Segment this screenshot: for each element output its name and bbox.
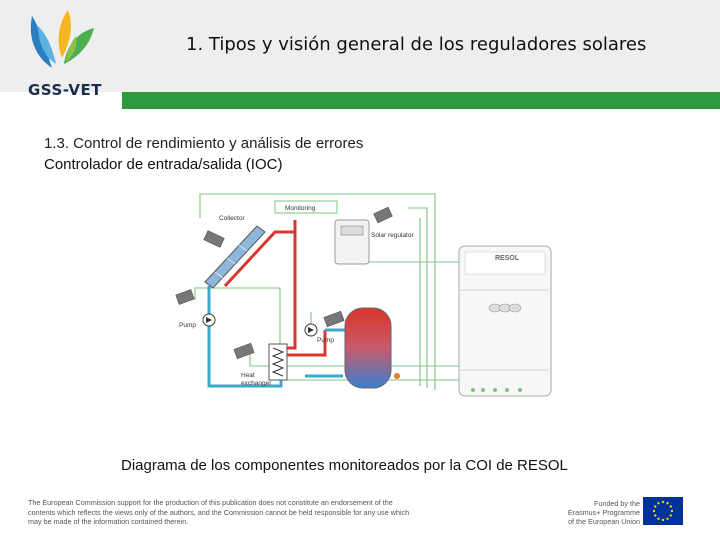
monitoring-lines xyxy=(194,193,496,390)
monitoring-label: Monitoring xyxy=(285,205,316,212)
disclaimer-line-1: The European Commission support for the … xyxy=(28,498,393,507)
section-title: 1.3. Control de rendimiento y análisis d… xyxy=(44,135,364,152)
gss-vet-logo-icon xyxy=(30,10,94,68)
collector-icon xyxy=(204,225,266,289)
heat-exchanger-label-1: Heat xyxy=(241,372,255,379)
funded-line-2: Erasmus+ Programme xyxy=(567,508,640,517)
funded-by-text: Funded by the Erasmus+ Programme of the … xyxy=(548,499,640,526)
ioc-diagram: Collector Monitoring Solar regulator Pum… xyxy=(165,190,555,430)
pump-right-label: Pump xyxy=(317,337,334,344)
subsection-title: Controlador de entrada/salida (IOC) xyxy=(44,156,283,173)
diagram-caption: Diagrama de los componentes monitoreados… xyxy=(121,457,568,474)
heat-exchanger-label-2: exchanger xyxy=(241,380,272,387)
disclaimer-line-2: contents which reflects the views only o… xyxy=(28,507,410,517)
page-title: 1. Tipos y visión general de los regulad… xyxy=(186,34,647,55)
header-band xyxy=(0,0,720,92)
tank-sensor-icon xyxy=(394,373,400,379)
monitoring-box xyxy=(274,200,338,214)
eu-disclaimer: The European Commission support for the … xyxy=(28,498,448,527)
eu-flag-icon xyxy=(643,497,683,525)
solar-regulator-label: Solar regulator xyxy=(371,232,414,239)
funded-line-1: Funded by the xyxy=(594,499,640,508)
resol-ioc-device-icon xyxy=(458,245,552,397)
resol-brand-label: RESOL xyxy=(495,255,520,262)
logo-text: GSS-VET xyxy=(28,81,102,99)
collector-label: Collector xyxy=(219,215,245,222)
header-accent-bar xyxy=(122,92,720,109)
pump-left-label: Pump xyxy=(179,322,196,329)
camera-icons xyxy=(175,206,393,360)
funded-line-3: of the European Union xyxy=(568,517,640,526)
disclaimer-line-3: may be made of the information contained… xyxy=(28,517,189,526)
pump-left-icon xyxy=(202,313,216,327)
storage-tank-icon xyxy=(344,307,392,389)
pump-right-icon xyxy=(304,323,318,337)
